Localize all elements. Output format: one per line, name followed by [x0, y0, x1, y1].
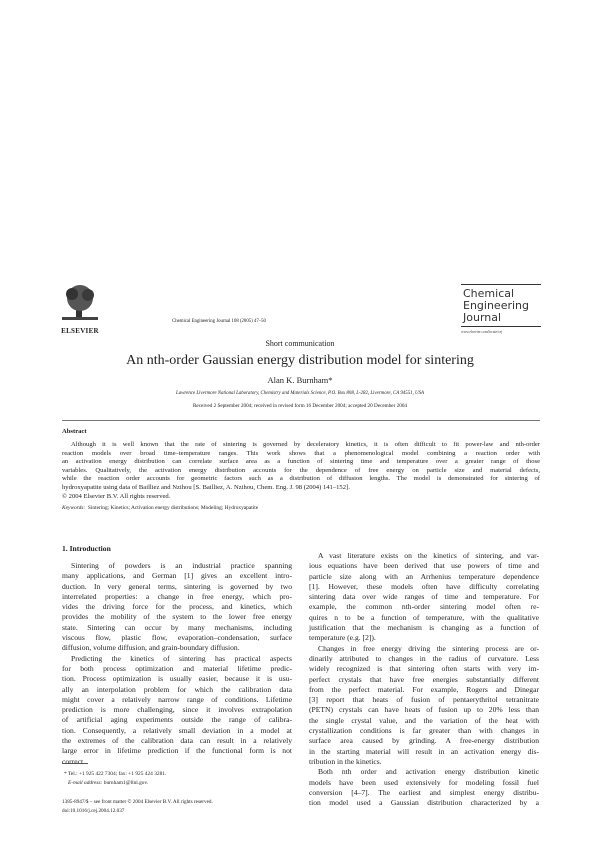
- footnote: * Tel.: +1 925 422 7304; fax: +1 925 424…: [64, 770, 166, 788]
- body-text-line: of artificial aging experiments outside …: [62, 715, 292, 725]
- abstract-line: Although it is well known that the rate …: [71, 441, 540, 448]
- abstract-heading: Abstract: [62, 428, 87, 435]
- header-rule: [62, 420, 540, 421]
- body-text-line: dinarily attributed to changes in the ra…: [309, 653, 539, 663]
- copyright: © 2004 Elsevier B.V. All rights reserved…: [62, 492, 171, 500]
- body-text-line: quires n to be a function of temperature…: [309, 612, 539, 622]
- abstract-line: while the reaction order accounts for ge…: [62, 475, 540, 483]
- body-text-line: for both process optimization and materi…: [62, 663, 292, 673]
- body-text-line: crystallization conditions is far greate…: [309, 726, 539, 736]
- elsevier-tree-icon: [62, 285, 98, 320]
- left-column: Sintering of powders is an industrial pr…: [62, 561, 292, 767]
- abstract-line: hydroxyapatite using data of Bailliez an…: [62, 483, 350, 491]
- abstract-body: Although it is well known that the rate …: [62, 441, 540, 501]
- journal-citation: Chemical Engineering Journal 108 (2005) …: [172, 319, 266, 324]
- body-text-line: tion. Process optimization is usually ea…: [62, 674, 292, 684]
- affiliation: Lawrence Livermore National Laboratory, …: [176, 391, 424, 396]
- body-text-line: tion model used a Gaussian distribution …: [309, 798, 539, 808]
- body-text-line: correct.: [62, 756, 85, 766]
- body-text-line: example, the common nth-order sintering …: [309, 602, 539, 612]
- body-text-line: from the perfect material. For example, …: [309, 684, 539, 694]
- received-dates: Received 2 September 2004; received in r…: [192, 403, 408, 409]
- article-type: Short communication: [265, 339, 335, 348]
- abstract-line: an activation energy distribution can co…: [62, 458, 540, 466]
- body-text-line: conversion [4–7]. The earliest and simpl…: [309, 787, 539, 797]
- journal-url: www.elsevier.com/locate/cej: [461, 330, 503, 334]
- abstract-line: variables. Qualitatively, the activation…: [62, 466, 540, 474]
- body-text-line: surface area caused by grinding. A free-…: [309, 736, 539, 746]
- keywords-label: Keywords:: [62, 505, 86, 511]
- author: Alan K. Burnham*: [267, 375, 333, 385]
- footer: 1385-8947/$ – see front matter © 2004 El…: [62, 798, 213, 816]
- right-column: A vast literature exists on the kinetics…: [309, 551, 539, 808]
- body-text-line: interrelated properties: a change in fre…: [62, 591, 292, 601]
- journal-logo: Chemical Engineering Journal: [461, 284, 541, 327]
- body-text-line: ious equations have been derived that us…: [309, 561, 539, 571]
- body-text-line: [1]. However, these models often have di…: [309, 581, 539, 591]
- body-text-line: particle size along with an Arrhenius te…: [309, 571, 539, 581]
- body-text-line: perfect crystals that have free energies…: [309, 674, 539, 684]
- email-address[interactable]: burnham1@llnl.gov.: [103, 780, 149, 786]
- section-heading: 1. Introduction: [62, 544, 111, 553]
- elsevier-wordmark: ELSEVIER: [61, 327, 99, 335]
- body-text-line: Sintering of powders is an industrial pr…: [71, 561, 292, 570]
- body-text-line: in the starting material will result in …: [309, 746, 539, 756]
- body-text-line: diffusion, volume diffusion, and grain-b…: [62, 643, 240, 653]
- body-text-line: [3] report that heats of fusion of penta…: [309, 695, 539, 705]
- abstract-line: reaction models over broad time–temperat…: [62, 449, 540, 457]
- body-text-line: Changes in free energy driving the sinte…: [318, 643, 539, 653]
- body-text-line: tion. Consequently, a relatively small d…: [62, 725, 292, 735]
- footnote-contact: * Tel.: +1 925 422 7304; fax: +1 925 424…: [64, 771, 167, 777]
- issn-line: 1385-8947/$ – see front matter © 2004 El…: [62, 799, 213, 805]
- body-text-line: models have been used extensively for mo…: [309, 777, 539, 787]
- body-text-line: A vast literature exists on the kinetics…: [318, 551, 539, 560]
- keywords-list: Sintering; Kinetics; Activation energy d…: [87, 505, 259, 511]
- body-text-line: the extremes of the calibration data can…: [62, 736, 292, 746]
- email-label: E-mail address:: [68, 780, 103, 786]
- body-text-line: the single crystal value, and the variat…: [309, 715, 539, 725]
- body-text-line: widely recognized is that sintering ofte…: [309, 664, 539, 674]
- body-text-line: prediction is more challenging, since it…: [62, 705, 292, 715]
- body-text-line: vides the driving force for the process,…: [62, 602, 292, 612]
- body-text-line: sintering data over wide ranges of time …: [309, 592, 539, 602]
- body-text-line: (PETN) crystals can have heats of fusion…: [309, 705, 539, 715]
- body-text-line: Predicting the kinetics of sintering has…: [71, 653, 292, 663]
- body-text-line: justification that the mechanism is chan…: [309, 623, 539, 633]
- body-text-line: state. Sintering can occur by many mecha…: [62, 622, 292, 632]
- body-text-line: many applications, and German [1] gives …: [62, 571, 292, 581]
- elsevier-logo: ELSEVIER: [58, 284, 102, 335]
- article-title: An nth-order Gaussian energy distributio…: [126, 353, 474, 368]
- body-text-line: large error in lifetime prediction if th…: [62, 746, 292, 756]
- body-text-line: provides the mobility of the system to t…: [62, 612, 292, 622]
- body-text-line: Both nth order and activation energy dis…: [318, 767, 539, 777]
- doi[interactable]: doi:10.1016/j.cej.2004.12.037: [62, 808, 125, 814]
- footnote-rule: [62, 763, 88, 764]
- body-text-line: ally an interpolation problem for which …: [62, 684, 292, 694]
- body-text-line: might cover a relatively narrow range of…: [62, 694, 292, 704]
- body-text-line: duction. In very general terms, sinterin…: [62, 581, 292, 591]
- keywords: Keywords: Sintering; Kinetics; Activatio…: [62, 505, 258, 511]
- body-text-line: tribution in the kinetics.: [309, 756, 382, 766]
- body-text-line: temperature (e.g. [2]).: [309, 633, 376, 643]
- body-text-line: viscous flow, plastic flow, evaporation–…: [62, 633, 292, 643]
